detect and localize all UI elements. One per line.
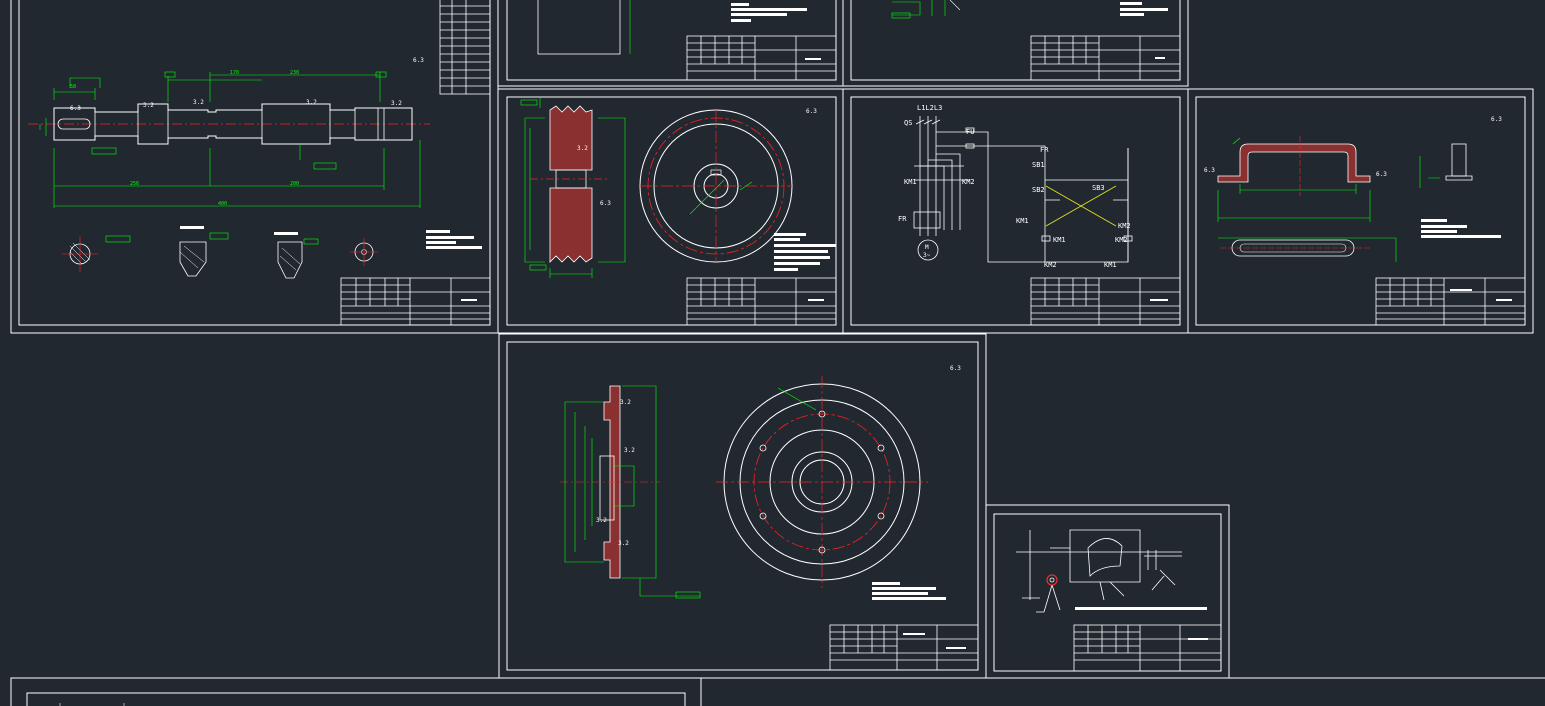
circuit-label-km1-interlock: KM1 [1053,236,1066,244]
roughness-pulley: 6.3 [806,108,817,115]
svg-text:58: 58 [70,84,76,90]
circuit-label-fu: FU [966,128,974,136]
circuit-label-sb1: SB1 [1032,161,1045,169]
svg-text:3.2: 3.2 [391,100,402,107]
shaft-drawing[interactable]: 58 170 230 256 200 400 6.3 3.2 3.2 3.2 3… [28,57,430,279]
note-blocks [180,2,1512,649]
svg-text:170: 170 [230,70,239,76]
circuit-label-km1-coil: KM1 [1104,261,1117,269]
svg-text:6.3: 6.3 [1204,167,1215,174]
svg-text:3.2: 3.2 [620,399,631,406]
svg-text:6.3: 6.3 [600,200,611,207]
svg-text:3.2: 3.2 [596,517,607,524]
circuit-label-km2-main: KM2 [962,178,975,186]
top-partial-drawings [537,0,961,55]
svg-text:6.3: 6.3 [413,57,424,64]
motor-label: M [925,244,929,251]
svg-text:3.2: 3.2 [577,145,588,152]
svg-text:200: 200 [290,181,299,187]
svg-text:3.2: 3.2 [306,99,317,106]
svg-text:3.2: 3.2 [143,102,154,109]
circuit-label-km1-main: KM1 [904,178,917,186]
pulley-drawing[interactable]: 6.3 3.2 6.3 [520,98,817,278]
svg-text:400: 400 [218,201,227,207]
svg-text:3.2: 3.2 [193,99,204,106]
title-blocks [340,0,1526,672]
bracket-drawing[interactable]: 6.3 6.3 6.3 [1204,116,1502,262]
flange-drawing[interactable]: 6.3 3.2 3.2 3.2 3.2 [560,365,961,599]
roughness-6-3-a: 6.3 [70,105,81,112]
circuit-label-fr-relay: FR [898,215,907,223]
circuit-diagram[interactable]: L1L2L3 QS FU FR SB1 SB2 SB3 KM1 KM2 KM1 … [898,104,1133,269]
circuit-label-km2-interlock: KM2 [1115,236,1128,244]
svg-text:230: 230 [290,70,299,76]
circuit-label-sb3: SB3 [1092,184,1105,192]
svg-text:256: 256 [130,181,139,187]
sheet-borders [10,0,1545,706]
circuit-label-km2-coil: KM2 [1044,261,1057,269]
svg-text:3.2: 3.2 [624,447,635,454]
circuit-label-qs: QS [904,119,912,127]
circuit-label-km2-hold: KM2 [1118,222,1131,230]
roughness-bracket: 6.3 [1491,116,1502,123]
circuit-label-sb2: SB2 [1032,186,1045,194]
svg-text:6.3: 6.3 [1376,171,1387,178]
circuit-label-phases: L1L2L3 [917,104,942,112]
svg-text:3.2: 3.2 [618,540,629,547]
mechanism-schematic[interactable] [1016,529,1182,613]
motor-phase-label: 3~ [923,252,931,259]
roughness-flange: 6.3 [950,365,961,372]
circuit-label-fr-contact: FR [1040,146,1049,154]
circuit-label-km1-hold: KM1 [1016,217,1029,225]
